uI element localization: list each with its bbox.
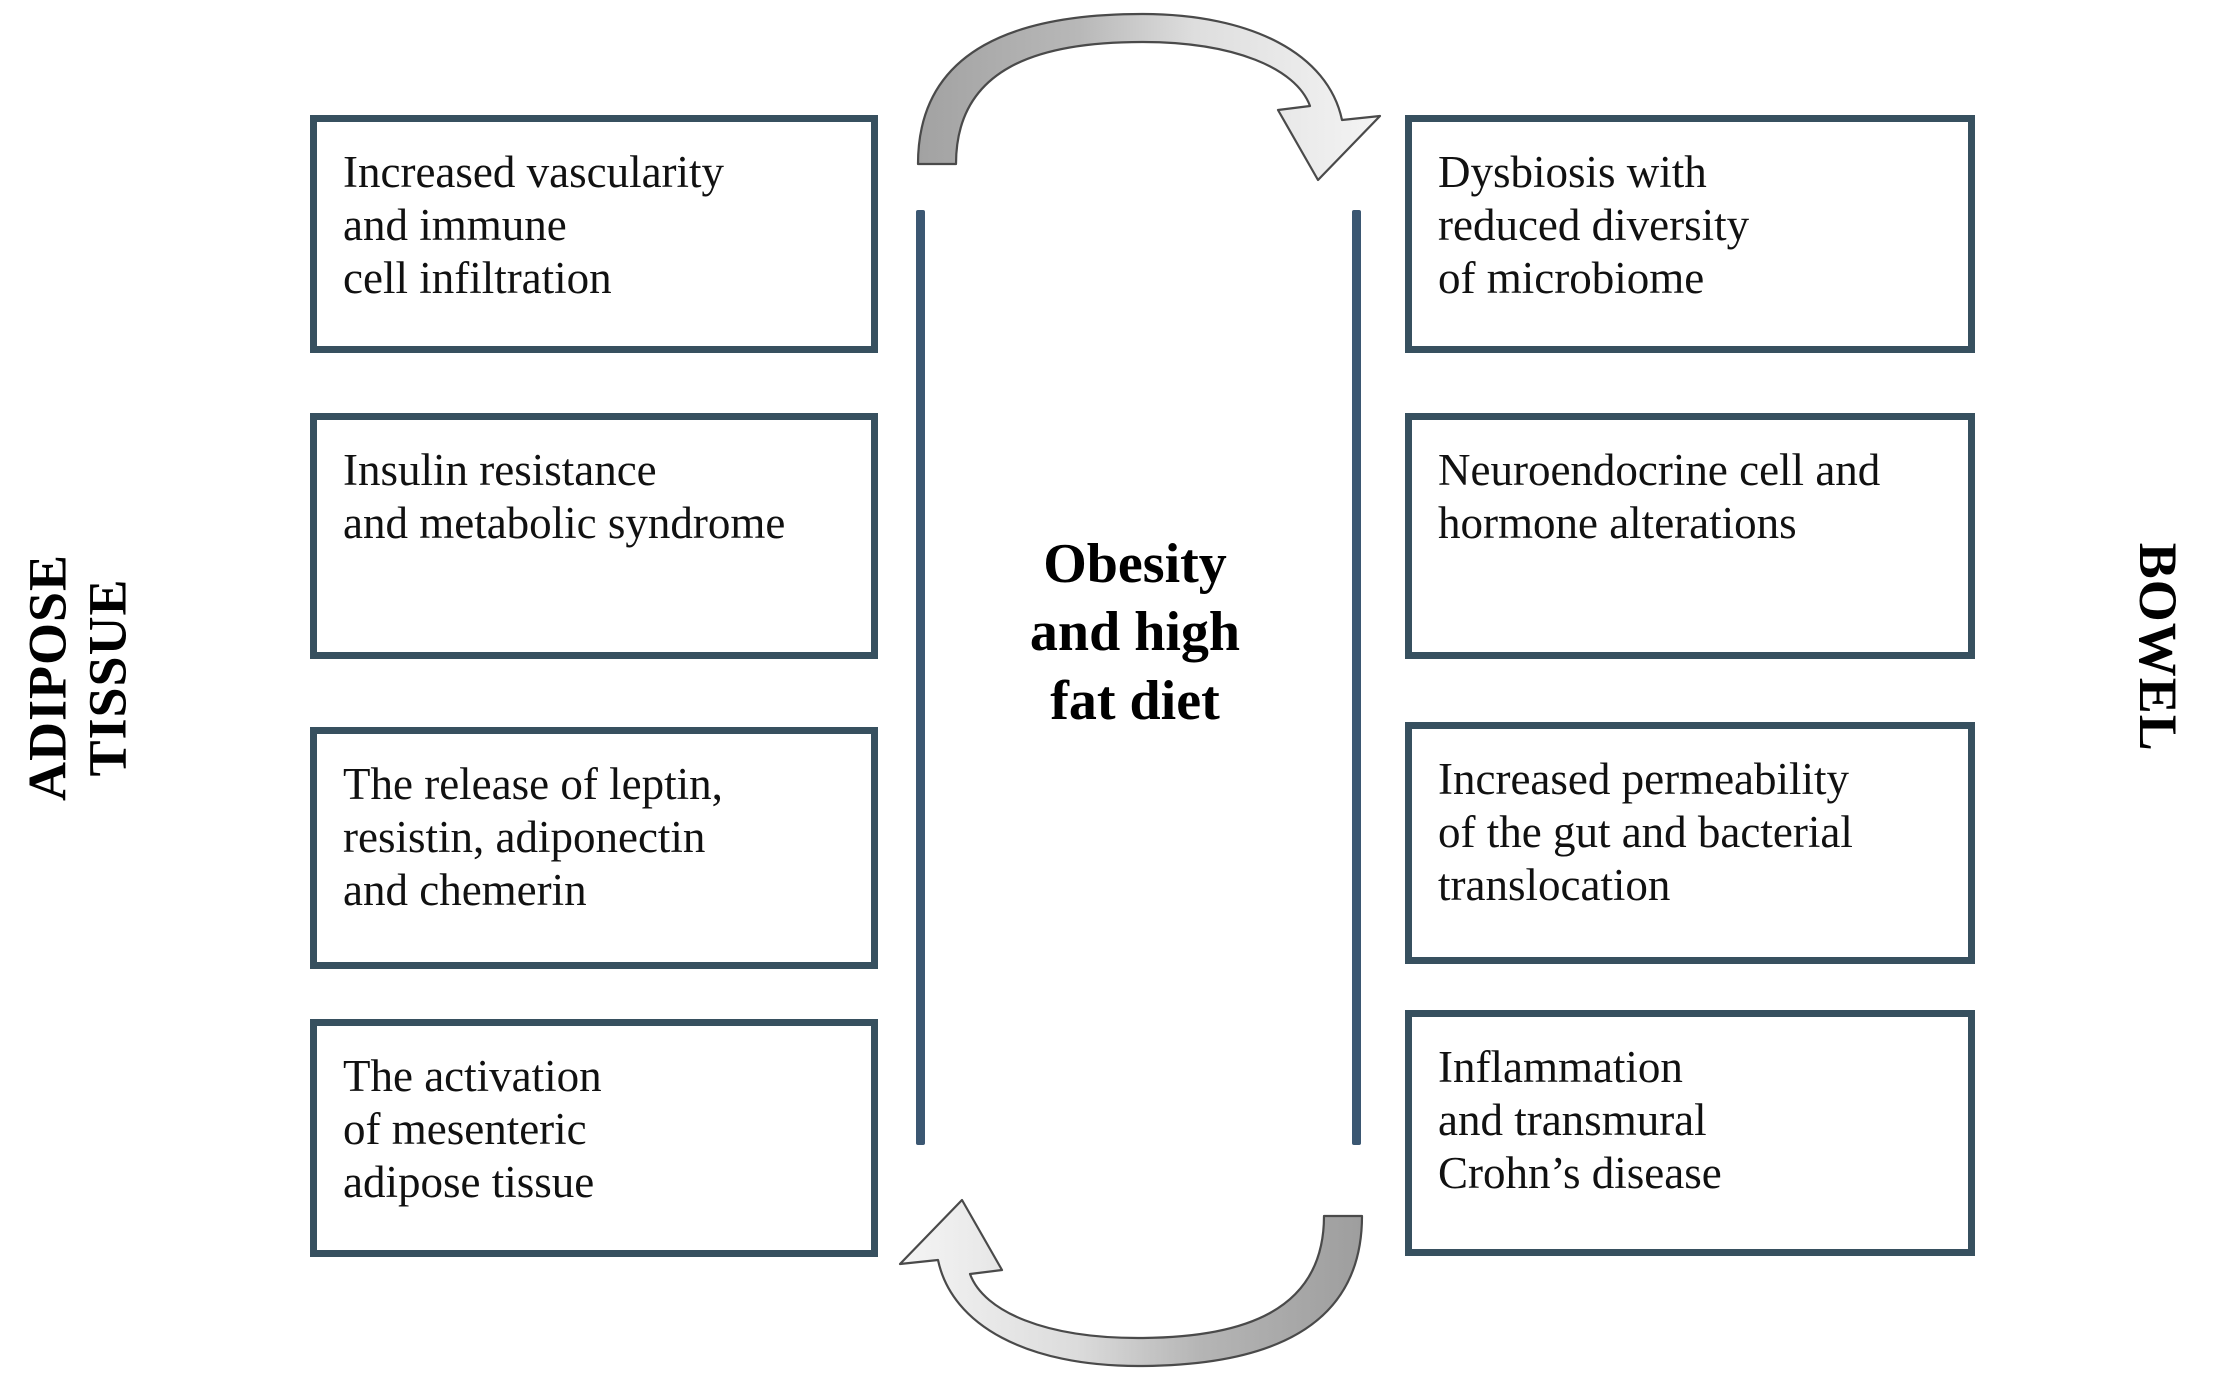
node-text: The release of leptin, resistin, adipone… <box>343 759 723 916</box>
node-box-crohns-inflammation: Inflammation and transmural Crohn’s dise… <box>1405 1010 1975 1256</box>
curved-arrow-left-path <box>898 1198 1364 1368</box>
node-text: Increased vascularity and immune cell in… <box>343 147 725 304</box>
node-box-increased-vascularity: Increased vascularity and immune cell in… <box>310 115 878 353</box>
node-box-neuroendocrine: Neuroendocrine cell and hormone alterati… <box>1405 413 1975 659</box>
curved-arrow-right-icon <box>916 12 1382 182</box>
centre-title-obesity-and-high-fat-diet: Obesity and high fat diet <box>1029 533 1241 732</box>
curved-arrow-right-path <box>916 12 1382 182</box>
bracket-line-right <box>1352 210 1361 1145</box>
side-label-adipose-tissue: ADIPOSE TISSUE <box>17 553 138 801</box>
node-box-insulin-resistance: Insulin resistance and metabolic syndrom… <box>310 413 878 659</box>
node-box-mesenteric-activation: The activation of mesenteric adipose tis… <box>310 1019 878 1257</box>
node-text: Neuroendocrine cell and hormone alterati… <box>1438 445 1881 549</box>
node-text: Increased permeability of the gut and ba… <box>1438 754 1853 911</box>
node-text: Inflammation and transmural Crohn’s dise… <box>1438 1042 1722 1199</box>
node-text: The activation of mesenteric adipose tis… <box>343 1051 602 1208</box>
side-label-bowel: BOWEL <box>2128 542 2189 752</box>
node-box-dysbiosis: Dysbiosis with reduced diversity of micr… <box>1405 115 1975 353</box>
node-box-gut-permeability: Increased permeability of the gut and ba… <box>1405 722 1975 964</box>
node-text: Insulin resistance and metabolic syndrom… <box>343 445 786 549</box>
node-box-adipokine-release: The release of leptin, resistin, adipone… <box>310 727 878 969</box>
bracket-line-left <box>916 210 925 1145</box>
curved-arrow-left-icon <box>898 1198 1364 1368</box>
node-text: Dysbiosis with reduced diversity of micr… <box>1438 147 1750 304</box>
